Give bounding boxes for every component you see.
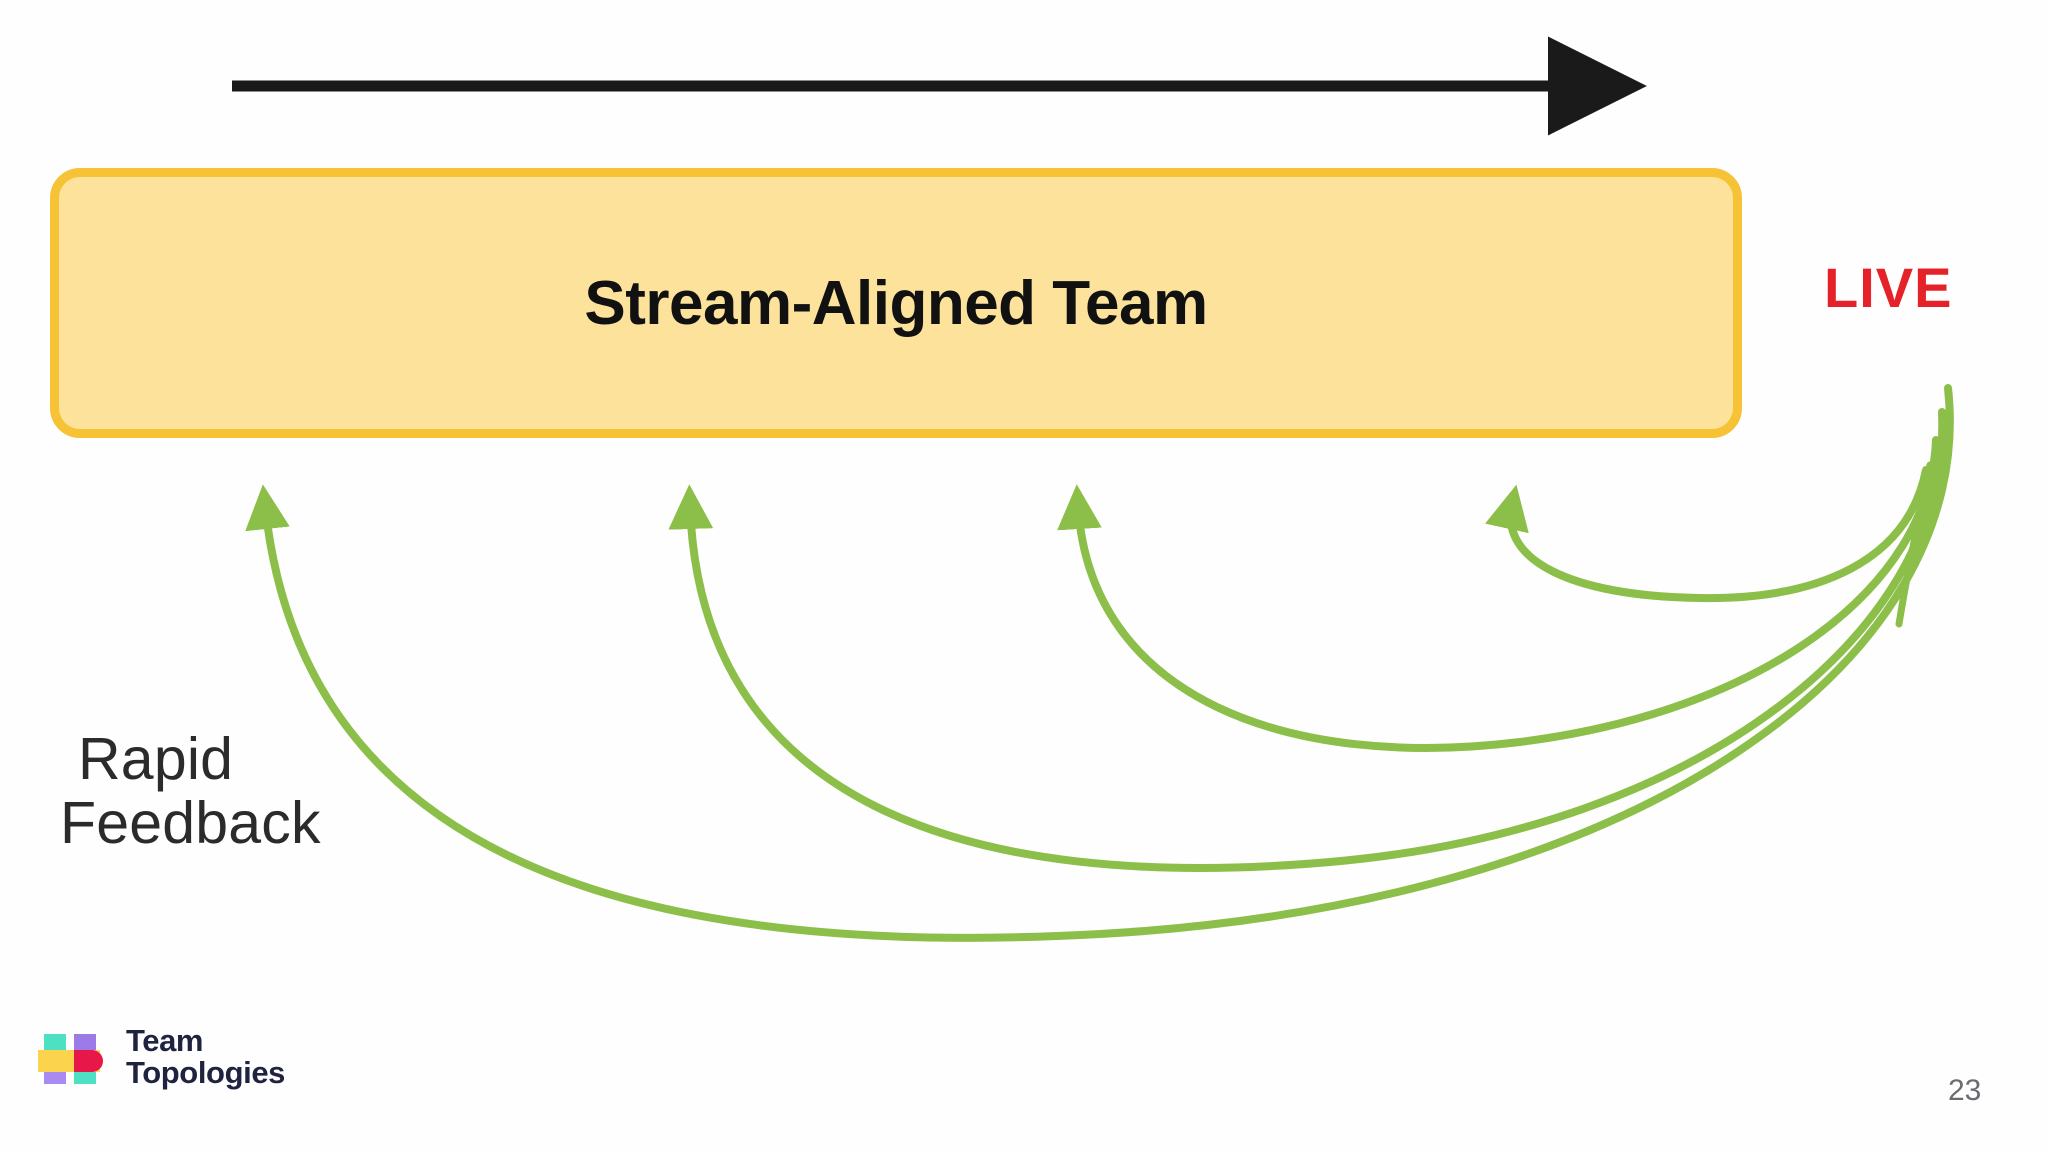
page-number: 23 <box>1948 1074 1982 1107</box>
team-topologies-logo-mark-icon <box>36 1022 108 1092</box>
feedback-arrow-3 <box>1057 436 1940 752</box>
logo-wordmark-line-2: Topologies <box>126 1055 286 1090</box>
live-label: LIVE <box>1824 256 1953 319</box>
rapid-feedback-line-1: Rapid <box>78 726 234 792</box>
feedback-arrow-1 <box>245 384 1954 942</box>
feedback-arrow-4 <box>1485 466 1930 603</box>
team-topologies-logo: Team Topologies <box>36 1022 285 1092</box>
stream-aligned-team-box[interactable]: Stream-Aligned Team <box>50 168 1742 438</box>
stream-aligned-team-label: Stream-Aligned Team <box>584 268 1208 338</box>
team-topologies-wordmark: Team Topologies <box>126 1022 286 1090</box>
rapid-feedback-label: Rapid Feedback <box>60 726 321 855</box>
feedback-arrow-group <box>245 384 1954 942</box>
feedback-converge-tail <box>1895 461 1934 628</box>
feedback-arrow-2 <box>668 408 1947 872</box>
logo-wordmark-line-1: Team <box>126 1022 204 1058</box>
rapid-feedback-line-2: Feedback <box>60 789 321 856</box>
